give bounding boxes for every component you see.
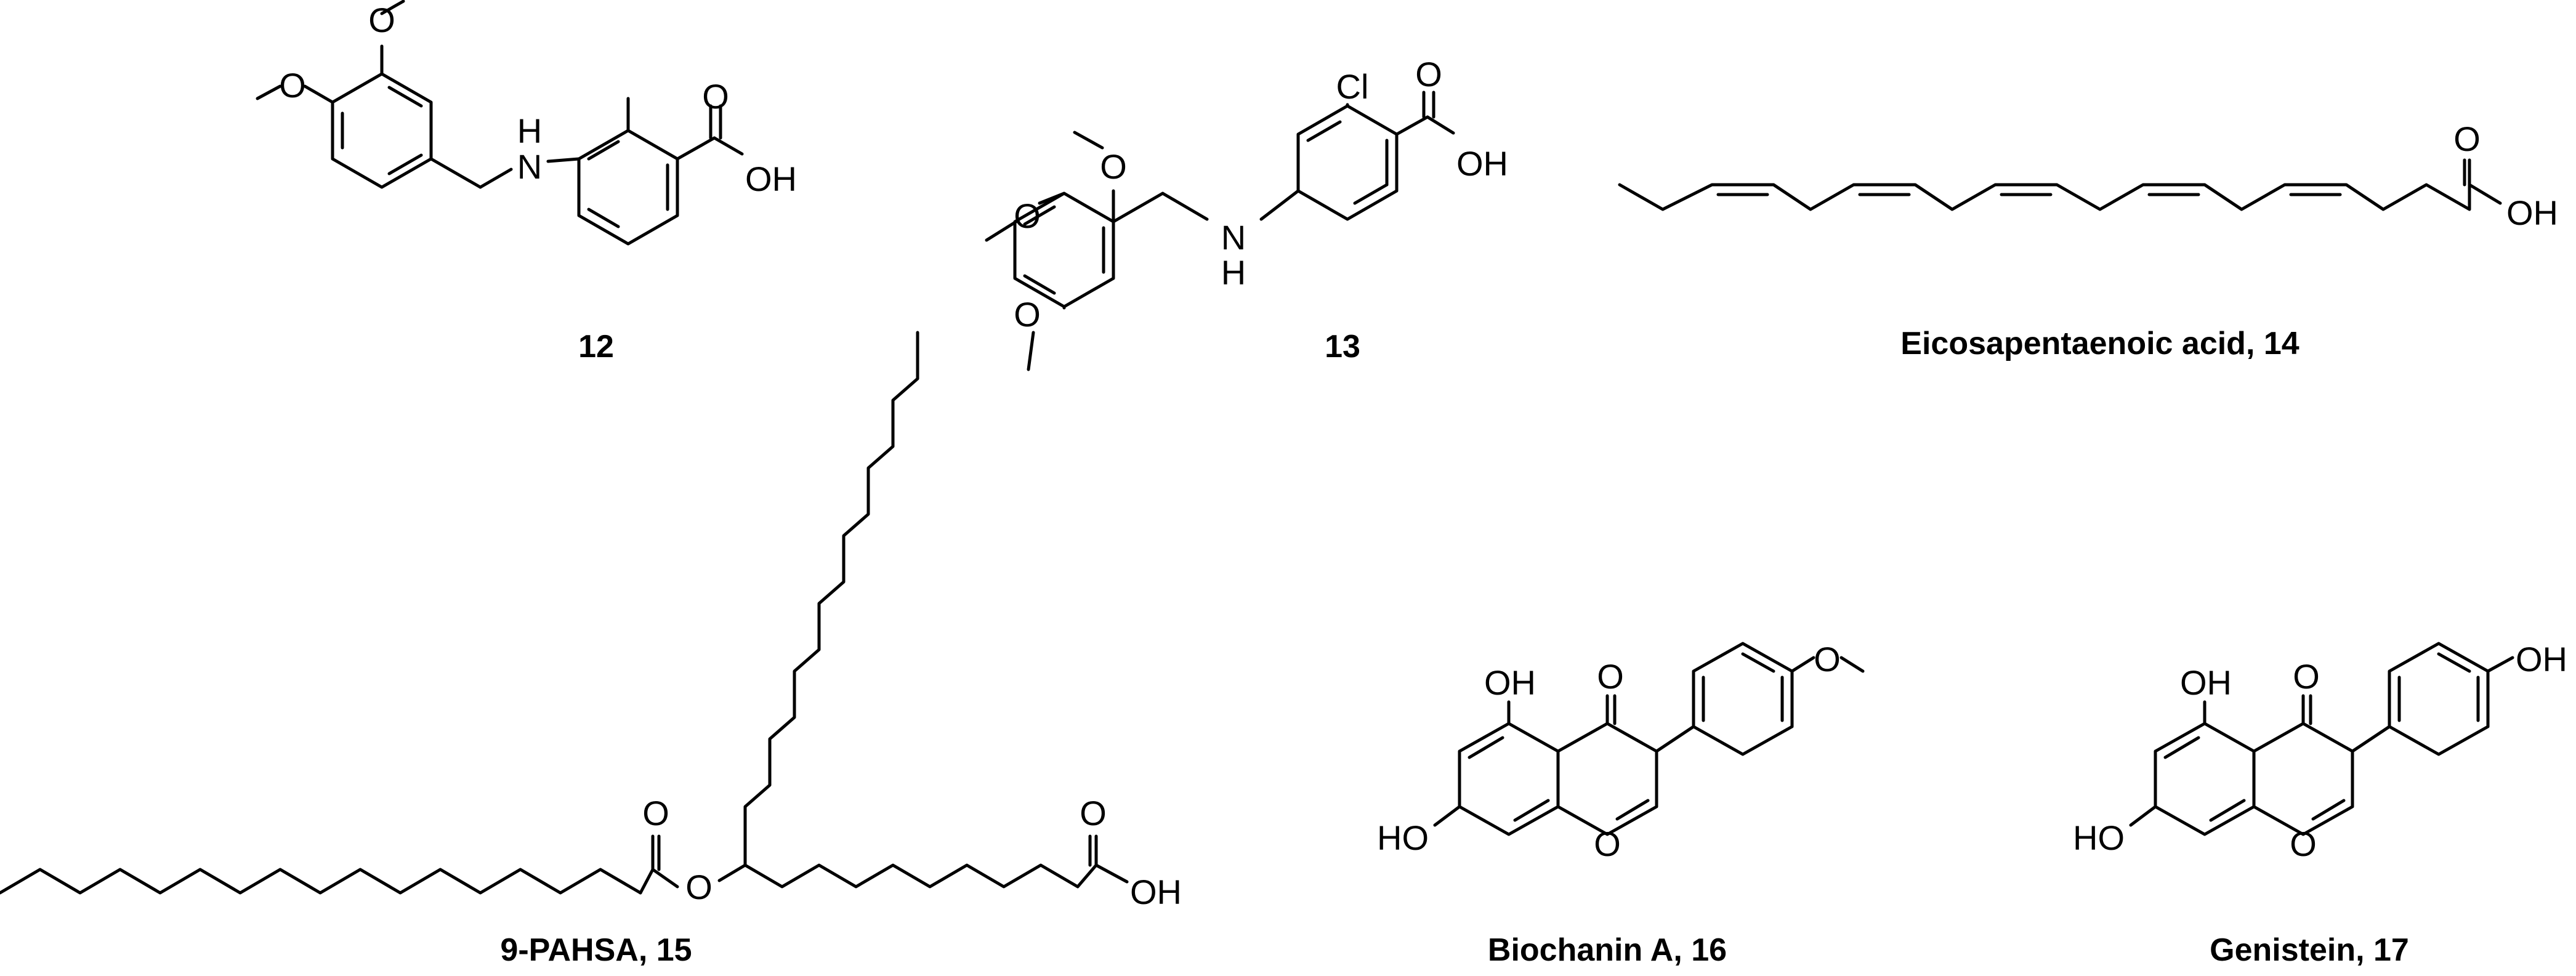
atom-O: O bbox=[1594, 825, 1621, 863]
compound-13-label: 13 bbox=[1325, 329, 1360, 365]
compound-15-structure: O O O OH 9-PAHSA, 15 bbox=[0, 331, 1182, 968]
compound-15-label: 9-PAHSA, 15 bbox=[500, 932, 692, 968]
compound-14-structure: O OH Eicosapentaenoic acid, 14 bbox=[1618, 119, 2558, 361]
atom-N: N bbox=[1221, 218, 1246, 257]
atom-O: O bbox=[1014, 295, 1041, 334]
compound-17-structure: OH O O HO OH Genistein, 17 bbox=[2073, 640, 2567, 968]
compound-12-structure: O O H N O OH 12 bbox=[256, 0, 797, 365]
atom-O: O bbox=[279, 66, 306, 105]
atom-O: O bbox=[642, 794, 669, 833]
atom-O: O bbox=[368, 1, 395, 39]
atom-O: O bbox=[1014, 196, 1041, 235]
atom-Cl: Cl bbox=[1336, 67, 1369, 106]
atom-H: H bbox=[517, 111, 542, 150]
compound-16-structure: OH O O HO O Biochanin A, 16 bbox=[1377, 640, 1865, 968]
atom-N: N bbox=[517, 147, 542, 186]
atom-O: O bbox=[685, 868, 713, 906]
atom-OH: OH bbox=[1456, 144, 1508, 183]
atom-H: H bbox=[1221, 253, 1246, 292]
atom-O: O bbox=[702, 77, 729, 116]
compound-14-label: Eicosapentaenoic acid, 14 bbox=[1900, 326, 2299, 361]
atom-HO: HO bbox=[2073, 818, 2125, 857]
atom-O: O bbox=[1080, 794, 1107, 833]
atom-O: O bbox=[2293, 657, 2320, 696]
compound-17-label: Genistein, 17 bbox=[2210, 932, 2409, 968]
atom-OH: OH bbox=[2516, 640, 2567, 679]
compound-12-label: 12 bbox=[578, 329, 614, 365]
atom-OH: OH bbox=[1484, 663, 1536, 702]
atom-OH: OH bbox=[2506, 193, 2558, 232]
atom-O: O bbox=[2453, 119, 2481, 158]
atom-OH: OH bbox=[745, 159, 797, 198]
atom-OH: OH bbox=[1130, 873, 1182, 911]
atom-O: O bbox=[1814, 640, 1841, 679]
atom-OH: OH bbox=[2180, 663, 2232, 702]
atom-O: O bbox=[2290, 825, 2317, 863]
atom-O: O bbox=[1597, 657, 1624, 696]
atom-O: O bbox=[1415, 55, 1442, 94]
compound-16-label: Biochanin A, 16 bbox=[1488, 932, 1727, 968]
atom-O: O bbox=[1100, 147, 1127, 186]
compound-13-structure: O O O N H Cl O OH 13 bbox=[985, 55, 1508, 371]
atom-HO: HO bbox=[1377, 818, 1429, 857]
